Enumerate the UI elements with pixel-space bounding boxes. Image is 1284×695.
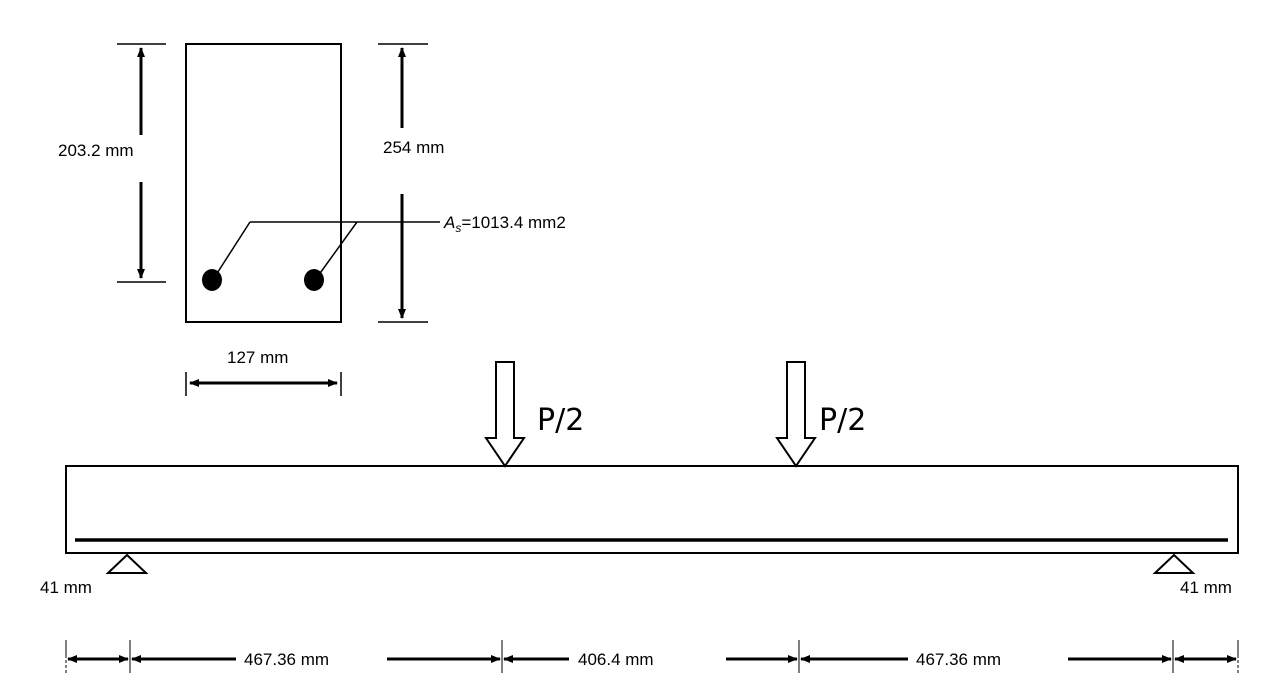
support-right (1152, 553, 1196, 574)
load-label-right: P/2 (819, 403, 866, 438)
beam-outline (65, 465, 1239, 554)
overhang-right-label: 41 mm (1180, 578, 1232, 597)
span-left-label: 467.36 mm (244, 650, 329, 669)
cross-section: As=1013.4 mm2 203.2 mm 254 mm 127 mm (58, 43, 566, 396)
effective-depth-dimension (117, 43, 166, 283)
effective-depth-label: 203.2 mm (58, 141, 134, 160)
beam-elevation: P/2 P/2 41 mm 41 mm (40, 361, 1239, 673)
span-right-label: 467.36 mm (916, 650, 1001, 669)
load-arrow-left (484, 361, 526, 468)
support-left (105, 553, 149, 574)
section-outline (185, 43, 342, 323)
steel-area-leader (213, 221, 440, 279)
overhang-left-label: 41 mm (40, 578, 92, 597)
load-arrow-right (775, 361, 817, 468)
span-dimensions (65, 640, 1239, 673)
span-middle-label: 406.4 mm (578, 650, 654, 669)
width-dimension (185, 372, 342, 396)
steel-area-label: As=1013.4 mm2 (443, 213, 566, 235)
total-height-dimension (378, 43, 428, 323)
rebar-left (202, 269, 222, 291)
total-height-label: 254 mm (383, 138, 444, 157)
load-label-left: P/2 (537, 403, 584, 438)
width-label: 127 mm (227, 348, 288, 367)
